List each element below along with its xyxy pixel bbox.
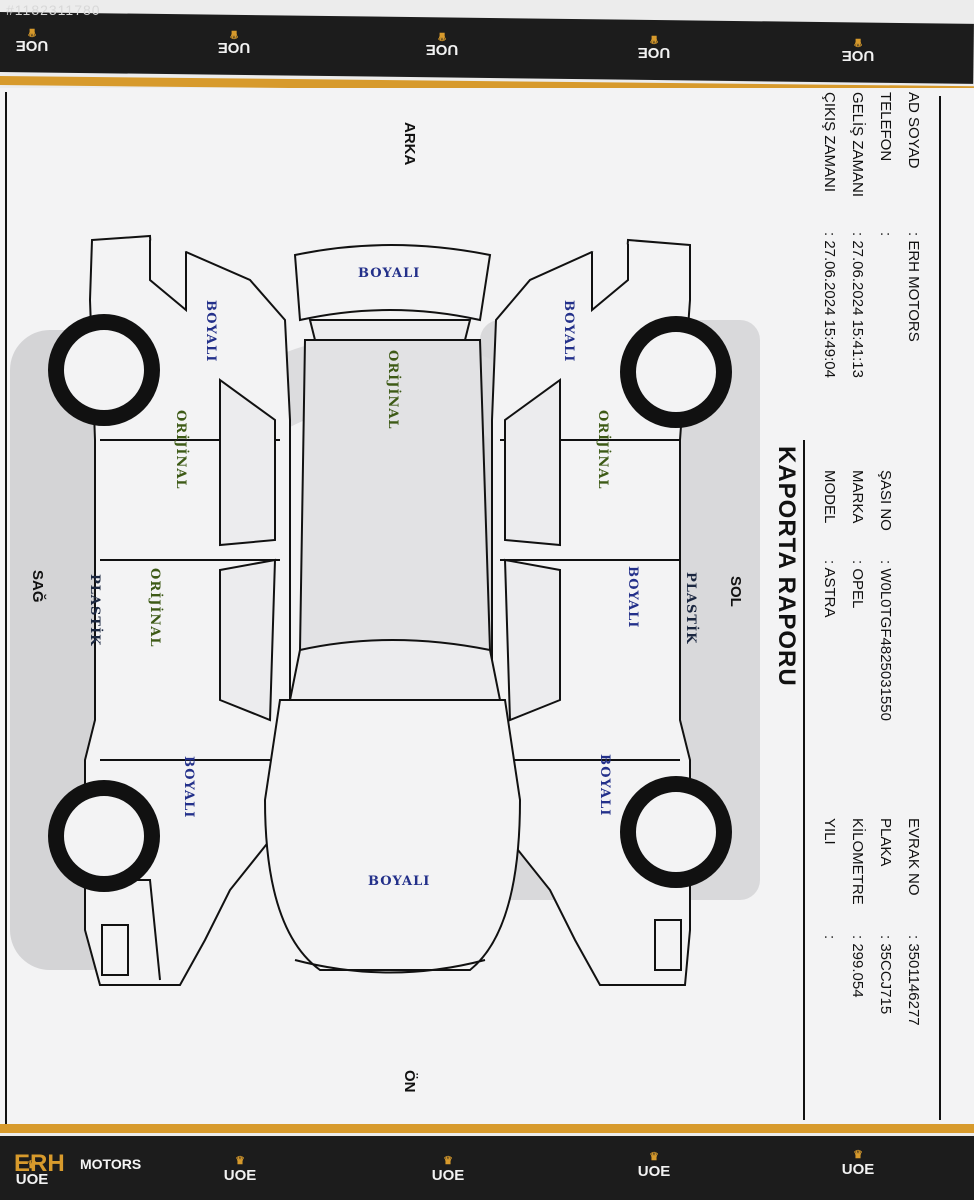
dealer-logo-sub: MOTORS xyxy=(80,1156,142,1172)
direction-front: ÖN xyxy=(401,1070,418,1093)
field-label-name: AD SOYAD xyxy=(905,92,922,169)
panel-hood-status: BOYALI xyxy=(368,874,431,889)
report-title: KAPORTA RAPORU xyxy=(773,446,800,687)
field-value-model: : ASTRA xyxy=(821,560,838,618)
direction-rear: ARKA xyxy=(401,122,418,166)
crown-icon: ♛ xyxy=(443,1155,453,1167)
direction-right: SAĞ xyxy=(29,570,46,603)
direction-left: SOL xyxy=(727,576,744,607)
field-label-brand: MARKA xyxy=(849,470,866,524)
panel-right-front-door-status: ORİJİNAL xyxy=(147,568,162,648)
bottom-logo-band xyxy=(0,1136,974,1200)
crown-icon: ♛ xyxy=(853,1149,863,1161)
field-label-departure: ÇIKIŞ ZAMANI xyxy=(821,92,838,193)
field-label-phone: TELEFON xyxy=(877,92,894,162)
field-label-plate: PLAKA xyxy=(877,818,894,867)
field-value-brand: : OPEL xyxy=(849,560,866,609)
panel-right-rear-fender-status: BOYALI xyxy=(203,300,218,363)
panel-left-front-fender-status: BOYALI xyxy=(597,754,612,817)
crown-icon: ♛ xyxy=(235,1155,245,1167)
uoe-logo-icon: ♛UOE xyxy=(626,1151,682,1181)
field-label-doc-no: EVRAK NO xyxy=(905,818,922,896)
field-value-phone: : xyxy=(877,232,894,237)
field-value-plate: : 35CCJ715 xyxy=(877,935,894,1015)
uoe-logo-icon: ♛UOE xyxy=(212,1155,268,1185)
wheel-icon xyxy=(48,314,732,892)
uoe-logo-icon: ♛UOE xyxy=(420,1155,476,1185)
panel-roof-status: ORİJİNAL xyxy=(385,350,400,430)
field-label-arrival: GELİŞ ZAMANI xyxy=(849,92,866,198)
crown-icon: ♛ xyxy=(649,1151,659,1163)
panel-right-rear-door-status: ORİJİNAL xyxy=(173,410,188,490)
crown-icon: ♛ xyxy=(27,1159,37,1171)
field-value-name: : ERH MOTORS xyxy=(905,232,922,342)
uoe-logo-icon: ♛UOE xyxy=(4,1159,60,1189)
field-label-year: YILI xyxy=(821,818,838,845)
panel-left-front-door-status: BOYALI xyxy=(625,566,640,629)
panel-right-front-fender-status: BOYALI xyxy=(181,756,196,819)
panel-left-rear-fender-status: BOYALI xyxy=(561,300,576,363)
bottom-gold-stripe xyxy=(0,1124,974,1133)
field-value-year: : xyxy=(821,935,838,940)
field-label-chassis: ŞASI NO xyxy=(877,470,894,531)
form-frame xyxy=(5,92,941,1124)
dealer-logo: ERH xyxy=(14,1150,65,1177)
field-label-model: MODEL xyxy=(821,470,838,524)
panel-right-sill-status: PLASTİK xyxy=(87,574,102,647)
top-view xyxy=(263,244,522,974)
field-value-doc-no: : 3501146277 xyxy=(905,935,922,1026)
field-value-departure: : 27.06.2024 15:49:04 xyxy=(821,232,838,378)
field-label-km: KİLOMETRE xyxy=(849,818,866,905)
panel-left-sill-status: PLASTİK xyxy=(683,572,698,645)
panel-left-rear-door-status: ORİJİNAL xyxy=(595,410,610,490)
field-value-chassis: : W0L0TGF4825031550 xyxy=(877,560,894,721)
field-value-km: : 299.054 xyxy=(849,935,866,998)
watermark-id: #1182311780 xyxy=(6,2,101,18)
field-value-arrival: : 27.06.2024 15:41:13 xyxy=(849,232,866,378)
panel-trunk-status: BOYALI xyxy=(358,266,421,281)
uoe-logo-icon: ♛UOE xyxy=(830,1149,886,1179)
